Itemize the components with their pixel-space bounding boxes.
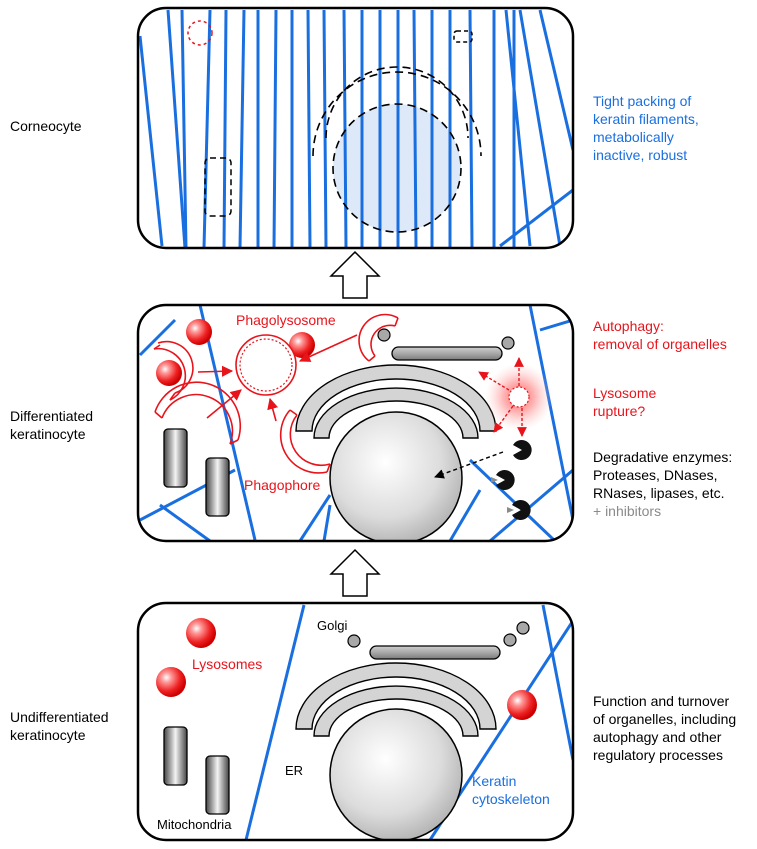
golgi-vesicle: [503, 633, 517, 647]
undifferentiated-cell: [136, 601, 575, 842]
keratin-cytoskeleton-label: Keratin cytoskeleton: [472, 772, 550, 808]
description-line: keratin filaments,: [593, 111, 699, 127]
autophagy-note: Autophagy: removal of organelles: [593, 317, 727, 353]
mitochondrion: [163, 726, 188, 786]
keratin-filaments: [138, 9, 573, 248]
lysosome: [186, 319, 212, 345]
keratin-filaments: [138, 305, 573, 541]
nucleus-remnant-outline: [332, 103, 462, 233]
description-line: regulatory processes: [593, 747, 723, 763]
mitochondrion: [163, 428, 188, 488]
row-label-undifferentiated: Undifferentiated keratinocyte: [10, 708, 109, 744]
row-label-line: keratinocyte: [10, 426, 86, 442]
lysosome: [156, 667, 186, 697]
keratin-label-line: cytoskeleton: [472, 791, 550, 807]
degradative-enzymes: [491, 439, 532, 520]
phagolysosome-inner: [239, 338, 293, 392]
phagophore-label: Phagophore: [244, 477, 321, 493]
description-line: metabolically: [593, 129, 674, 145]
er-cisterna: [313, 685, 479, 737]
lysosomes-label: Lysosomes: [192, 656, 263, 672]
lysosome-rupture-note: Lysosome rupture?: [593, 384, 656, 420]
golgi-stack: [369, 645, 501, 660]
corneocyte-description: Tight packing of keratin filaments, meta…: [593, 92, 699, 164]
rupture-arrows: [478, 357, 527, 437]
rupturing-lysosome: [508, 386, 530, 408]
differentiation-arrow: [329, 548, 381, 597]
mitochondrion-remnant: [453, 30, 473, 43]
row-label-line: keratinocyte: [10, 727, 86, 743]
description-line: inactive, robust: [593, 147, 688, 163]
row-label-line: Differentiated: [10, 408, 94, 424]
nucleus: [329, 411, 463, 541]
phagolysosome-label: Phagolysosome: [236, 312, 336, 328]
lysosome: [186, 618, 216, 648]
nucleus: [329, 708, 463, 840]
golgi-label: Golgi: [317, 618, 348, 633]
er-remnant: [325, 66, 469, 139]
golgi-vesicle: [347, 634, 361, 648]
er-cisterna: [313, 387, 479, 439]
inhibitors-note: + inhibitors: [593, 503, 662, 519]
note-line: removal of organelles: [593, 336, 727, 352]
er-remnant: [312, 71, 482, 157]
description-line: autophagy and other: [593, 729, 722, 745]
autophagy-arrows: [197, 334, 358, 422]
row-label-line: Undifferentiated: [10, 709, 109, 725]
er-cisterna: [295, 662, 497, 730]
note-line: Autophagy:: [593, 318, 664, 334]
note-line: Lysosome: [593, 385, 657, 401]
note-line: rupture?: [593, 403, 646, 419]
enzyme-to-nucleus-arrow: [434, 451, 504, 479]
note-line: Degradative enzymes:: [593, 449, 733, 465]
note-line: RNases, lipases, etc.: [593, 485, 725, 501]
description-line: Function and turnover: [593, 693, 730, 709]
mitochondrion-remnant: [204, 157, 232, 217]
undifferentiated-description: Function and turnover of organelles, inc…: [593, 692, 736, 764]
corneocyte-cell: [136, 6, 575, 250]
golgi-stack: [391, 346, 503, 361]
description-line: of organelles, including: [593, 711, 737, 727]
lysosome-remnant: [187, 20, 213, 46]
lysosome: [507, 690, 537, 720]
description-line: Tight packing of: [593, 93, 692, 109]
differentiation-arrow: [329, 250, 381, 299]
lysosome: [289, 332, 315, 358]
row-label-differentiated: Differentiated keratinocyte: [10, 407, 93, 443]
note-line: Proteases, DNases,: [593, 467, 718, 483]
mitochondrion: [205, 755, 230, 815]
golgi-vesicle: [377, 328, 391, 342]
golgi-vesicle: [501, 336, 515, 350]
golgi-vesicle: [516, 621, 530, 635]
er-label: ER: [285, 763, 304, 778]
phagolysosome: [235, 334, 297, 396]
differentiated-cell: [136, 303, 575, 543]
mitochondrion: [205, 457, 230, 517]
keratin-label-line: Keratin: [472, 773, 517, 789]
row-label-corneocyte: Corneocyte: [10, 118, 82, 134]
enzymes-note: Degradative enzymes: Proteases, DNases, …: [593, 448, 732, 520]
phagophore-membranes: [153, 313, 399, 474]
lysosome: [156, 360, 182, 386]
mitochondria-label: Mitochondria: [157, 817, 232, 832]
